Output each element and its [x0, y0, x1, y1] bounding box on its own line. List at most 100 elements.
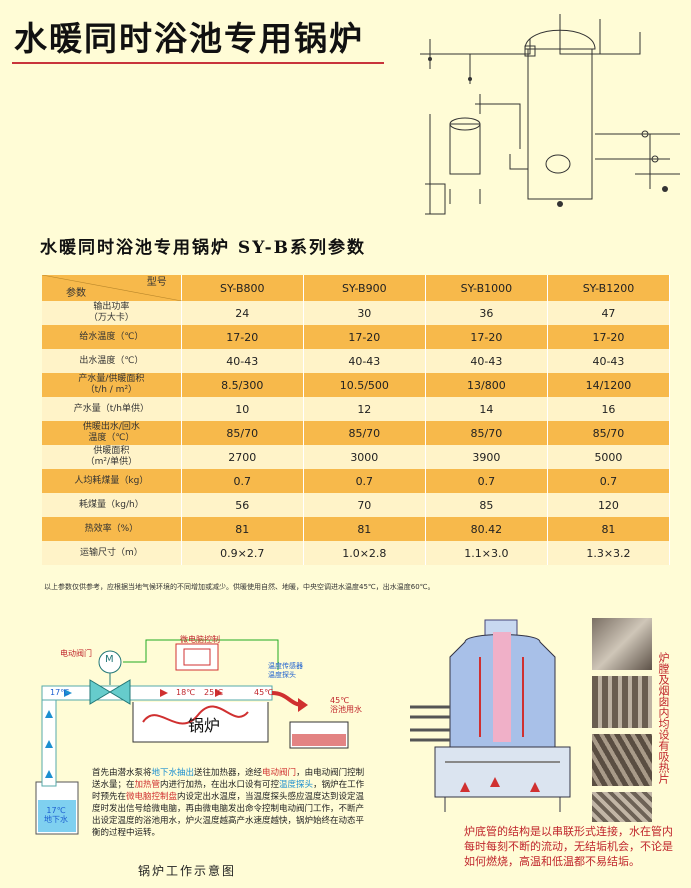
desc-part: ，锅炉在工作时预先在 — [92, 780, 365, 802]
desc-part: 内设定出水温度，当温度探头感应温度达到设定温度时发出信号给微电脑，再由微电脑发出… — [92, 792, 365, 838]
table-cell: 81 — [303, 517, 426, 541]
fin-photo-3 — [592, 734, 652, 786]
heating-coil — [142, 705, 249, 725]
table-cell: 85/70 — [547, 421, 671, 445]
table-cell: 56 — [181, 493, 304, 517]
table-cell: 80.42 — [425, 517, 548, 541]
table-cell: 13/800 — [425, 373, 548, 397]
header-diagonal — [42, 275, 182, 301]
table-cell: 40-43 — [303, 349, 426, 373]
fin-photo-4 — [592, 792, 652, 822]
boiler-body — [132, 702, 269, 743]
header-model-label: 型号 — [146, 277, 167, 288]
table-cell: 120 — [547, 493, 671, 517]
table-cell: 0.9×2.7 — [181, 541, 304, 565]
temp-45: 45℃ — [254, 688, 274, 697]
table-cell: 5000 — [547, 445, 671, 469]
valve-right — [109, 679, 131, 705]
row-label: 耗煤量（kg/h） — [42, 493, 182, 517]
table-cell: 16 — [547, 397, 671, 421]
table-cell: 81 — [547, 517, 671, 541]
table-cell: 81 — [181, 517, 304, 541]
row-label: 热效率（%） — [42, 517, 182, 541]
table-cell: 0.7 — [181, 469, 304, 493]
outlet-label: 45℃ 浴池用水 — [330, 696, 362, 714]
table-cell: 10 — [181, 397, 304, 421]
table-cell: 8.5/300 — [181, 373, 304, 397]
table-cell: 1.1×3.0 — [425, 541, 548, 565]
desc-part: 送往加热器，途经 — [194, 768, 263, 778]
table-cell: 47 — [547, 301, 671, 325]
table-cell: 10.5/500 — [303, 373, 426, 397]
well-water — [38, 800, 76, 832]
model-header: SY-B800 — [181, 275, 304, 301]
row-label: 输出功率 （万大卡） — [42, 301, 182, 325]
table-cell: 36 — [425, 301, 548, 325]
inlet-temp: 17℃ — [50, 688, 70, 697]
table-cell: 17-20 — [303, 325, 426, 349]
desc-highlight: 加热管 — [134, 780, 161, 790]
table-cell: 3900 — [425, 445, 548, 469]
title-divider — [12, 62, 384, 64]
table-cell: 1.0×2.8 — [303, 541, 426, 565]
system-schematic — [420, 14, 680, 215]
boiler-cutaway — [410, 619, 571, 812]
row-label: 产水量/供暖面积 （t/h / m²） — [42, 373, 182, 397]
row-label: 给水温度（℃） — [42, 325, 182, 349]
table-cell: 85 — [425, 493, 548, 517]
desc-part: 首先由潜水泵将 — [92, 768, 152, 778]
temp-25: 25℃ — [204, 688, 224, 697]
table-cell: 0.7 — [425, 469, 548, 493]
table-cell: 70 — [303, 493, 426, 517]
side-caption: 炉膛及烟囱内均设有吸热片 — [657, 652, 670, 784]
desc-highlight: 电动阀门 — [262, 768, 297, 778]
table-cell: 0.7 — [547, 469, 671, 493]
motor-letter: M — [105, 654, 114, 665]
row-label: 出水温度（℃） — [42, 349, 182, 373]
table-cell: 17-20 — [181, 325, 304, 349]
model-header: SY-B900 — [303, 275, 426, 301]
table-cell: 85/70 — [425, 421, 548, 445]
table-cell: 40-43 — [547, 349, 671, 373]
table-cell: 30 — [303, 301, 426, 325]
valve-label: 电动阀门 — [60, 649, 92, 658]
desc-part: 内进行加热，在出水口设有可控 — [160, 780, 280, 790]
header-corner: 型号 参数 — [42, 275, 182, 301]
desc-highlight: 温度探头 — [279, 780, 314, 790]
sensor-label: 温度传感器 温度探头 — [268, 662, 303, 679]
controller-label: 微电脑控制 — [180, 635, 220, 644]
table-cell: 3000 — [303, 445, 426, 469]
table-cell: 0.7 — [303, 469, 426, 493]
flow-arrows — [45, 689, 72, 778]
inlet-pipe-horizontal — [41, 685, 273, 701]
table-cell: 17-20 — [547, 325, 671, 349]
page-title: 水暖同时浴池专用锅炉 — [14, 19, 364, 58]
boiler-working-diagram — [35, 639, 349, 835]
model-header: SY-B1200 — [547, 275, 671, 301]
table-cell: 85/70 — [181, 421, 304, 445]
row-label: 供暖出水/回水 温度（℃） — [42, 421, 182, 445]
row-label: 供暖面积 （m²/单供） — [42, 445, 182, 469]
temp-18: 18℃ — [176, 688, 196, 697]
table-cell: 1.3×3.2 — [547, 541, 671, 565]
table-cell: 14 — [425, 397, 548, 421]
table-cell: 24 — [181, 301, 304, 325]
fin-photo-1 — [592, 618, 652, 670]
model-header: SY-B1000 — [425, 275, 548, 301]
row-label: 人均耗煤量（kg） — [42, 469, 182, 493]
table-cell: 85/70 — [303, 421, 426, 445]
parameter-table: 型号 参数 SY-B800 SY-B900 SY-B1000 SY-B1200 … — [42, 275, 671, 565]
diagram-caption: 锅炉工作示意图 — [138, 864, 237, 878]
table-cell: 40-43 — [181, 349, 304, 373]
controller-box — [175, 643, 219, 671]
desc-highlight: 微电脑控制盘 — [126, 792, 178, 802]
